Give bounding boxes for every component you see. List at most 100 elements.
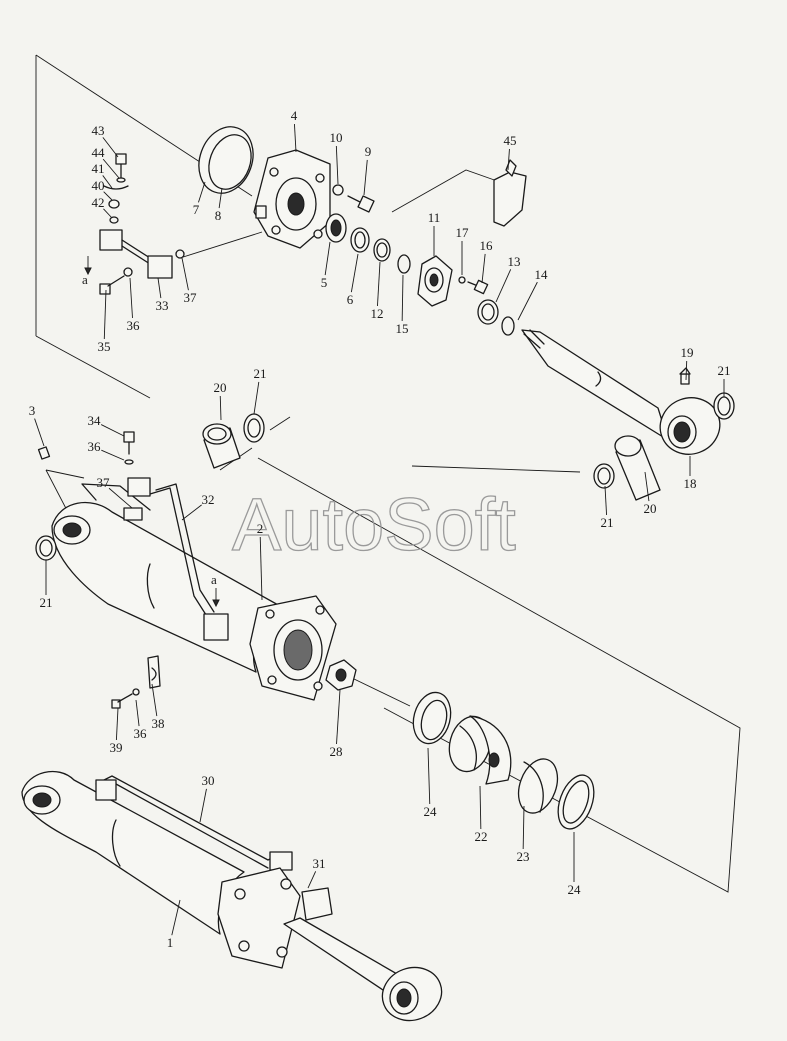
callout-leader-line xyxy=(335,145,339,185)
callout-c28: 28 xyxy=(330,689,343,759)
wear-ring-23 xyxy=(517,758,559,814)
callout-leader-line xyxy=(151,683,158,717)
callout-c21b: 21 xyxy=(253,366,267,415)
callout-leader-line xyxy=(34,418,45,447)
callout-leader-line xyxy=(253,381,260,415)
callout-number: 39 xyxy=(110,740,123,755)
callout-leader-line xyxy=(293,123,297,153)
callout-number: 30 xyxy=(202,773,215,788)
bushing-5 xyxy=(325,213,347,243)
callout-number: 32 xyxy=(202,492,215,507)
callout-leader-line xyxy=(377,261,381,307)
callout-c34: 34 xyxy=(88,413,125,437)
callout-number: 24 xyxy=(568,882,582,897)
ring-6 xyxy=(350,227,370,253)
callout-c8: 8 xyxy=(215,187,223,223)
callout-leader-line xyxy=(108,487,133,509)
callout-leader-line xyxy=(219,395,222,421)
callout-c42: 42 xyxy=(92,195,113,219)
callout-number: 16 xyxy=(480,238,494,253)
callout-c23: 23 xyxy=(517,805,530,864)
callout-number: 42 xyxy=(92,195,105,210)
callout-number: 17 xyxy=(456,225,470,240)
callout-c5: 5 xyxy=(321,241,331,290)
bolt-39 xyxy=(111,688,140,709)
seal-21-head xyxy=(243,413,265,443)
callout-number: 33 xyxy=(156,298,169,313)
callout-number: 31 xyxy=(313,856,326,871)
callout-leader-line xyxy=(495,269,512,303)
callout-c32: 32 xyxy=(181,492,215,521)
callout-c36b: 36 xyxy=(88,439,125,461)
callout-leader-line xyxy=(363,159,368,196)
ring-24-left xyxy=(412,691,452,745)
callout-leader-line xyxy=(481,253,486,284)
callout-c13: 13 xyxy=(495,254,521,303)
callout-c20a: 20 xyxy=(214,380,227,421)
callout-c21c: 21 xyxy=(601,485,614,530)
callout-number: 45 xyxy=(504,133,517,148)
callout-c38: 38 xyxy=(151,683,165,731)
snap-ring-14 xyxy=(501,316,515,336)
callout-leader-line xyxy=(427,747,431,805)
callout-leader-line xyxy=(307,871,317,889)
callout-number: 9 xyxy=(365,144,372,159)
clamp-38 xyxy=(147,655,161,689)
cylinder-assembly-1 xyxy=(21,770,443,1022)
callout-number: 20 xyxy=(214,380,227,395)
callout-leader-line xyxy=(102,175,113,189)
callout-leader-line xyxy=(507,148,510,171)
nut-28 xyxy=(325,659,357,691)
callout-leader-line xyxy=(101,449,125,461)
callout-leader-line xyxy=(129,277,133,319)
callout-leader-line xyxy=(181,257,189,291)
callout-c33: 33 xyxy=(156,277,169,313)
callout-number: 23 xyxy=(517,849,530,864)
section-marker-a-lower: a xyxy=(211,572,220,608)
ring-24-right xyxy=(557,774,595,830)
callout-number: 1 xyxy=(167,935,174,950)
callout-number: 5 xyxy=(321,275,328,290)
callout-leader-line xyxy=(517,281,538,321)
callout-number: 6 xyxy=(347,292,354,307)
callout-c24a: 24 xyxy=(424,747,438,819)
callout-number: 21 xyxy=(601,515,614,530)
watermark: AutoSoft xyxy=(232,483,516,566)
washer-44 xyxy=(116,177,126,183)
callout-number: 28 xyxy=(330,744,343,759)
bushing-20-head xyxy=(202,423,241,469)
ring-seal-7 xyxy=(198,126,254,194)
callout-number: 24 xyxy=(424,804,438,819)
callout-leader-line xyxy=(685,360,688,381)
callout-leader-line xyxy=(171,899,181,936)
callout-leader-line xyxy=(198,181,206,203)
callout-number: 22 xyxy=(475,829,488,844)
callout-leader-line xyxy=(103,289,107,340)
section-marker-a-upper: a xyxy=(82,256,92,287)
oring-15 xyxy=(397,254,411,274)
callout-leader-line xyxy=(522,805,525,850)
callout-c18: 18 xyxy=(684,456,697,491)
callout-number: 37 xyxy=(184,290,198,305)
callout-number: 2 xyxy=(257,521,264,536)
callout-c7: 7 xyxy=(193,181,206,217)
callout-number: 44 xyxy=(92,145,106,160)
callout-c17: 17 xyxy=(456,225,470,275)
callout-c37a: 37 xyxy=(181,257,198,305)
callout-number: 3 xyxy=(29,403,36,418)
callout-number: 11 xyxy=(428,210,441,225)
callout-leader-line xyxy=(336,689,341,745)
piston-rod-18 xyxy=(521,329,721,455)
callout-c2: 2 xyxy=(257,521,264,601)
callout-number: 35 xyxy=(98,339,111,354)
bolt-43 xyxy=(115,153,127,179)
callout-leader-line xyxy=(181,504,202,521)
bolt-16 xyxy=(458,276,489,295)
callout-number: 15 xyxy=(396,321,409,336)
seal-21-tube xyxy=(35,535,57,561)
callout-c14: 14 xyxy=(517,267,549,321)
callout-c20b: 20 xyxy=(644,471,657,516)
callout-number: 14 xyxy=(535,267,549,282)
